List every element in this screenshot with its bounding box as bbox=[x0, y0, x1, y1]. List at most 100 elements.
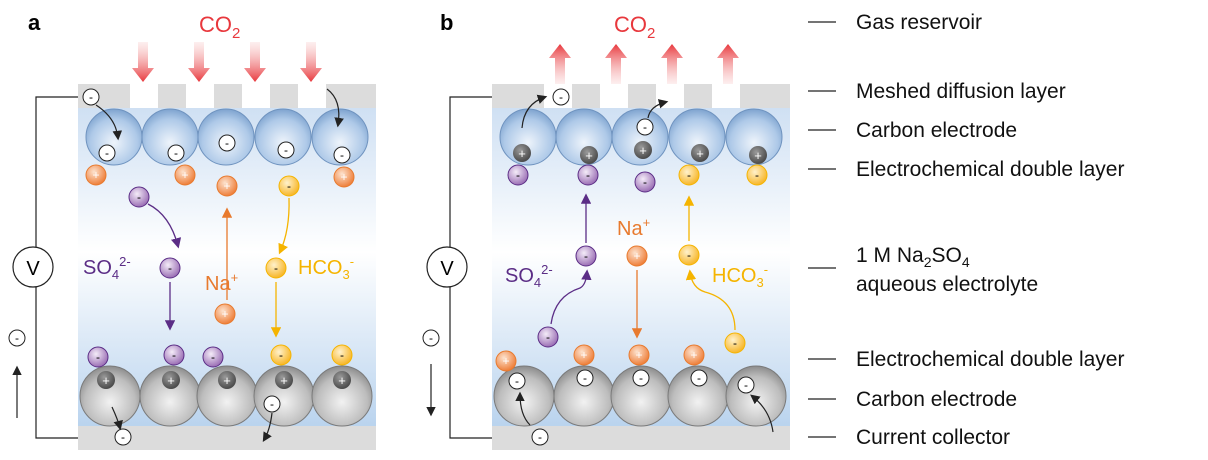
panel-b-moving-ions: - + - - - bbox=[537, 244, 746, 354]
svg-text:+: + bbox=[223, 179, 230, 193]
svg-text:+: + bbox=[518, 146, 526, 161]
svg-text:-: - bbox=[137, 190, 141, 204]
panel-a-sulfate-label: SO42- bbox=[83, 254, 131, 282]
svg-text:-: - bbox=[755, 168, 759, 182]
panel-a-voltmeter bbox=[12, 246, 54, 288]
svg-text:-: - bbox=[643, 175, 647, 189]
panel-a-ion-paths bbox=[147, 197, 290, 338]
svg-text:-: - bbox=[515, 374, 519, 388]
panel-b: b CO2 bbox=[422, 10, 790, 450]
panel-a-circuit-electron bbox=[8, 329, 26, 347]
svg-text:+: + bbox=[754, 148, 762, 163]
panel-b-co2-label: CO2 bbox=[614, 12, 655, 42]
panel-b-electron-paths bbox=[515, 94, 774, 433]
svg-text:+: + bbox=[221, 307, 228, 321]
svg-text:-: - bbox=[429, 331, 433, 345]
svg-text:+: + bbox=[635, 348, 642, 362]
svg-text:-: - bbox=[284, 143, 288, 157]
svg-text:+: + bbox=[633, 249, 640, 263]
legend-gas-reservoir: Gas reservoir bbox=[856, 11, 982, 34]
svg-text:-: - bbox=[546, 330, 550, 344]
legend-carbon-bottom: Carbon electrode bbox=[856, 388, 1017, 411]
panel-b-bicarbonate-label: HCO3- bbox=[712, 262, 768, 290]
svg-text:-: - bbox=[121, 430, 125, 444]
panel-b-voltmeter-label: V bbox=[440, 258, 454, 280]
svg-text:+: + bbox=[92, 168, 99, 182]
svg-text:-: - bbox=[583, 371, 587, 385]
svg-text:+: + bbox=[696, 146, 704, 161]
svg-text:-: - bbox=[89, 90, 93, 104]
svg-text:-: - bbox=[174, 146, 178, 160]
panel-a-mesh-layer bbox=[78, 84, 376, 108]
svg-text:-: - bbox=[643, 120, 647, 134]
svg-text:-: - bbox=[168, 261, 172, 275]
svg-text:-: - bbox=[744, 378, 748, 392]
panel-a-electron-paths bbox=[95, 88, 344, 443]
svg-text:-: - bbox=[516, 168, 520, 182]
legend-labels: Gas reservoir Meshed diffusion layer Car… bbox=[856, 11, 1124, 449]
panel-b-co2-arrows bbox=[549, 44, 739, 84]
legend-carbon-top: Carbon electrode bbox=[856, 119, 1017, 142]
panel-b-letter: b bbox=[440, 10, 453, 35]
svg-text:-: - bbox=[697, 371, 701, 385]
panel-b-top-double-layer: - - - - - bbox=[507, 164, 768, 193]
panel-a-bicarbonate-label: HCO3- bbox=[298, 254, 354, 282]
svg-text:-: - bbox=[105, 146, 109, 160]
panel-a-holes: + + + + + bbox=[97, 371, 351, 389]
panel-b-electrons: - - - - - - - - bbox=[508, 88, 755, 446]
panel-b-sodium-label: Na+ bbox=[617, 215, 650, 240]
svg-text:+: + bbox=[223, 373, 231, 388]
panel-b-top-electrode bbox=[499, 108, 783, 166]
panel-a-co2-label: CO2 bbox=[199, 12, 240, 42]
panel-a-letter: a bbox=[28, 10, 41, 35]
svg-text:-: - bbox=[687, 168, 691, 182]
svg-text:-: - bbox=[586, 168, 590, 182]
panel-a-voltmeter-label: V bbox=[26, 258, 40, 280]
svg-text:+: + bbox=[639, 143, 647, 158]
panel-b-holes: + + + + + bbox=[513, 141, 767, 164]
svg-text:-: - bbox=[340, 348, 344, 362]
legend-electrolyte-line1: 1 M Na2SO4 bbox=[856, 244, 970, 270]
panel-b-ion-paths bbox=[550, 193, 736, 339]
svg-text:-: - bbox=[270, 397, 274, 411]
panel-a-bottom-double-layer: - - - - - bbox=[87, 344, 353, 368]
svg-text:+: + bbox=[690, 348, 697, 362]
legend bbox=[808, 21, 836, 438]
svg-text:-: - bbox=[211, 350, 215, 364]
panel-b-circuit-electron bbox=[422, 329, 440, 347]
panel-b-mesh-layer bbox=[492, 84, 790, 108]
svg-text:+: + bbox=[167, 373, 175, 388]
legend-collector: Current collector bbox=[856, 426, 1010, 449]
svg-text:-: - bbox=[559, 90, 563, 104]
svg-text:+: + bbox=[181, 168, 188, 182]
svg-text:+: + bbox=[340, 170, 347, 184]
svg-text:+: + bbox=[502, 354, 509, 368]
svg-text:-: - bbox=[274, 261, 278, 275]
svg-text:-: - bbox=[225, 136, 229, 150]
svg-text:-: - bbox=[733, 336, 737, 350]
svg-text:-: - bbox=[287, 179, 291, 193]
svg-text:+: + bbox=[280, 373, 288, 388]
svg-text:-: - bbox=[15, 331, 19, 345]
legend-edl-top: Electrochemical double layer bbox=[856, 158, 1124, 181]
panel-a: a CO2 bbox=[8, 10, 376, 450]
panel-a-co2-arrows bbox=[132, 42, 322, 82]
legend-meshed-layer: Meshed diffusion layer bbox=[856, 80, 1066, 103]
svg-text:-: - bbox=[172, 348, 176, 362]
legend-edl-bottom: Electrochemical double layer bbox=[856, 348, 1124, 371]
panel-a-moving-ions: - + - - - + bbox=[128, 175, 300, 325]
svg-text:-: - bbox=[96, 350, 100, 364]
svg-text:-: - bbox=[687, 248, 691, 262]
svg-text:-: - bbox=[584, 249, 588, 263]
panel-b-sulfate-label: SO42- bbox=[505, 262, 553, 290]
legend-electrolyte-line2: aqueous electrolyte bbox=[856, 273, 1038, 296]
svg-text:+: + bbox=[585, 148, 593, 163]
panel-a-sodium-label: Na+ bbox=[205, 270, 238, 295]
svg-text:-: - bbox=[538, 430, 542, 444]
panel-b-voltmeter bbox=[426, 246, 468, 288]
panel-a-electrons: - - - - - - - - bbox=[82, 88, 351, 446]
svg-text:+: + bbox=[102, 373, 110, 388]
svg-text:+: + bbox=[338, 373, 346, 388]
panel-a-top-double-layer: + + + bbox=[85, 164, 355, 188]
